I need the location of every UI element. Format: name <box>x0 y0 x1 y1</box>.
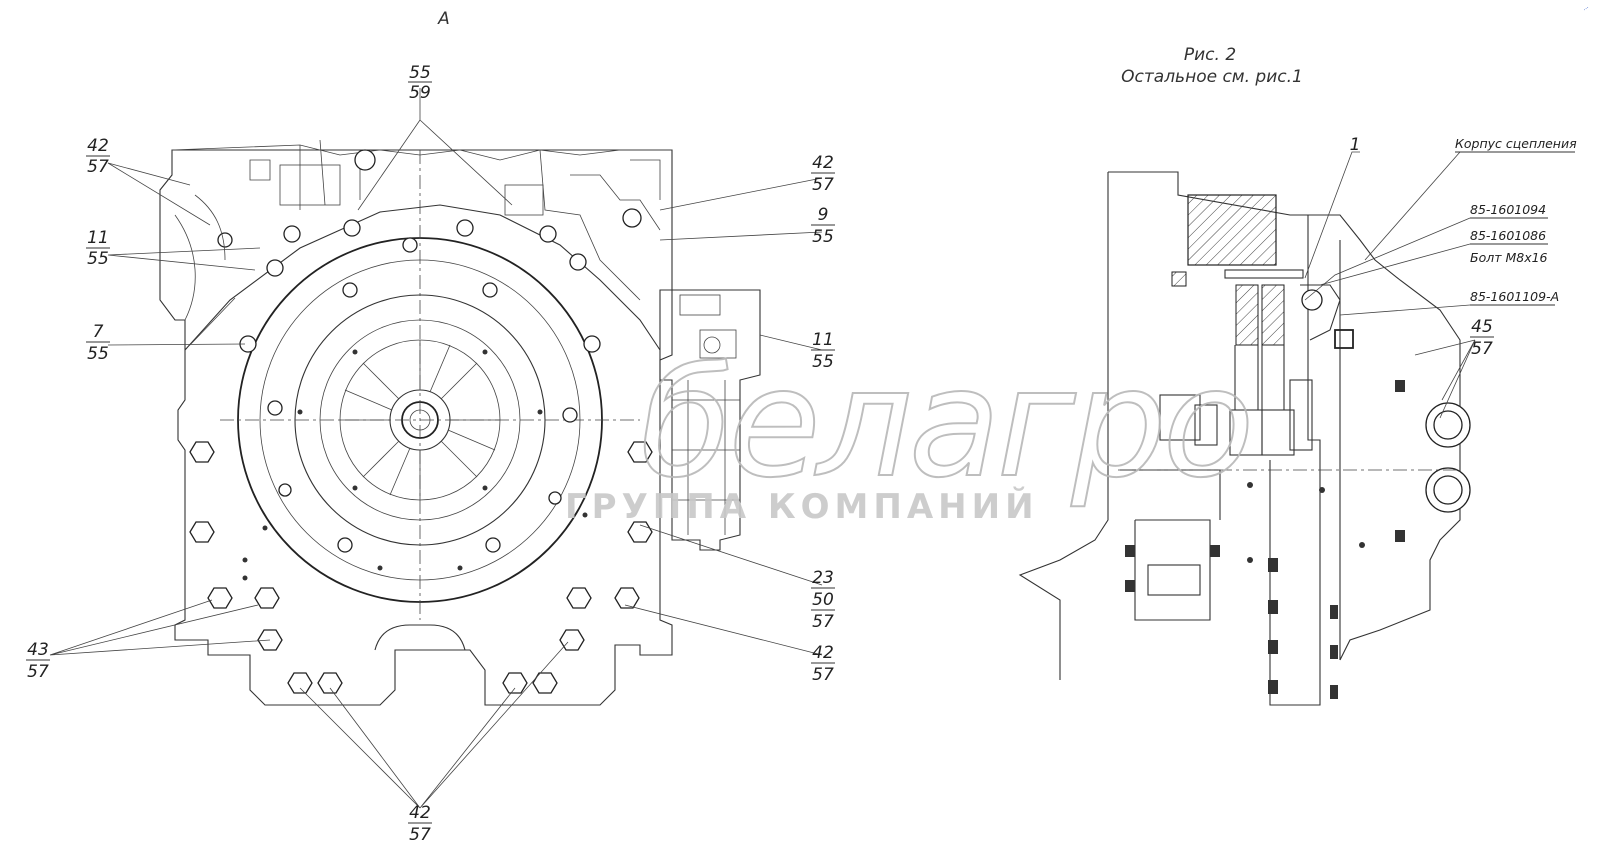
watermark: белагро ГРУППА КОМПАНИЙ <box>565 336 1255 527</box>
callout-85-1601086: 85-1601086 <box>1470 228 1548 245</box>
callout-11-55-left: 11 55 <box>86 228 110 269</box>
callout-1: 1 <box>1350 135 1361 155</box>
svg-text:9: 9 <box>818 205 829 225</box>
corner-mark: ··· <box>1582 5 1591 14</box>
svg-text:11: 11 <box>812 330 834 350</box>
figure-title: Рис. 2 <box>1184 45 1236 65</box>
svg-text:45: 45 <box>1471 317 1493 337</box>
svg-text:42: 42 <box>87 136 109 156</box>
svg-text:Корпус сцепления: Корпус сцепления <box>1455 136 1577 151</box>
svg-text:55: 55 <box>409 63 431 83</box>
svg-text:55: 55 <box>87 344 109 364</box>
svg-text:85-1601109-А: 85-1601109-А <box>1470 289 1559 304</box>
svg-text:57: 57 <box>812 665 834 685</box>
svg-text:57: 57 <box>1471 339 1493 359</box>
svg-text:50: 50 <box>812 590 834 610</box>
callout-23-50-57: 23 50 57 <box>811 568 835 632</box>
svg-text:55: 55 <box>87 249 109 269</box>
svg-text:23: 23 <box>812 568 834 588</box>
svg-text:42: 42 <box>812 643 834 663</box>
callout-43-57: 43 57 <box>26 640 50 682</box>
callout-42-57-top-left: 42 57 <box>86 136 110 177</box>
callout-85-1601094: 85-1601094 <box>1470 202 1548 219</box>
callout-42-57-lower-right: 42 57 <box>811 643 835 685</box>
svg-text:57: 57 <box>812 612 834 632</box>
svg-text:11: 11 <box>87 228 109 248</box>
svg-text:57: 57 <box>87 157 109 177</box>
svg-text:85-1601094: 85-1601094 <box>1470 202 1546 217</box>
view-a-drawing <box>159 139 761 706</box>
callout-55-59: 55 59 <box>408 63 432 103</box>
svg-text:57: 57 <box>409 825 431 845</box>
svg-text:55: 55 <box>812 227 834 247</box>
callout-clutch-housing: Корпус сцепления <box>1455 136 1577 153</box>
svg-text:Болт М8х16: Болт М8х16 <box>1470 250 1548 265</box>
svg-text:85-1601086: 85-1601086 <box>1470 228 1546 243</box>
svg-text:59: 59 <box>409 83 431 103</box>
view-label: А <box>437 9 450 29</box>
svg-text:7: 7 <box>93 322 104 342</box>
section-drawing <box>1018 171 1471 706</box>
leaders-right <box>1304 151 1476 419</box>
svg-text:55: 55 <box>812 352 834 372</box>
figure-subtitle: Остальное см. рис.1 <box>1121 67 1303 87</box>
callout-bolt-m8x16: Болт М8х16 <box>1470 250 1548 265</box>
svg-text:42: 42 <box>409 803 431 823</box>
leaders-left <box>49 88 823 809</box>
svg-text:57: 57 <box>27 662 49 682</box>
watermark-tagline: ГРУППА КОМПАНИЙ <box>565 486 1039 527</box>
svg-text:42: 42 <box>812 153 834 173</box>
svg-text:43: 43 <box>27 640 49 660</box>
callout-42-57-bottom: 42 57 <box>408 803 432 845</box>
callout-11-55-right: 11 55 <box>811 330 835 372</box>
callout-42-57-top-right: 42 57 <box>811 153 835 195</box>
callout-9-55: 9 55 <box>811 205 835 247</box>
callout-45-57: 45 57 <box>1470 317 1494 359</box>
watermark-brand: белагро <box>640 337 1250 511</box>
callout-85-1601109-a: 85-1601109-А <box>1470 289 1559 306</box>
svg-text:57: 57 <box>812 175 834 195</box>
callout-7-55: 7 55 <box>86 322 110 364</box>
